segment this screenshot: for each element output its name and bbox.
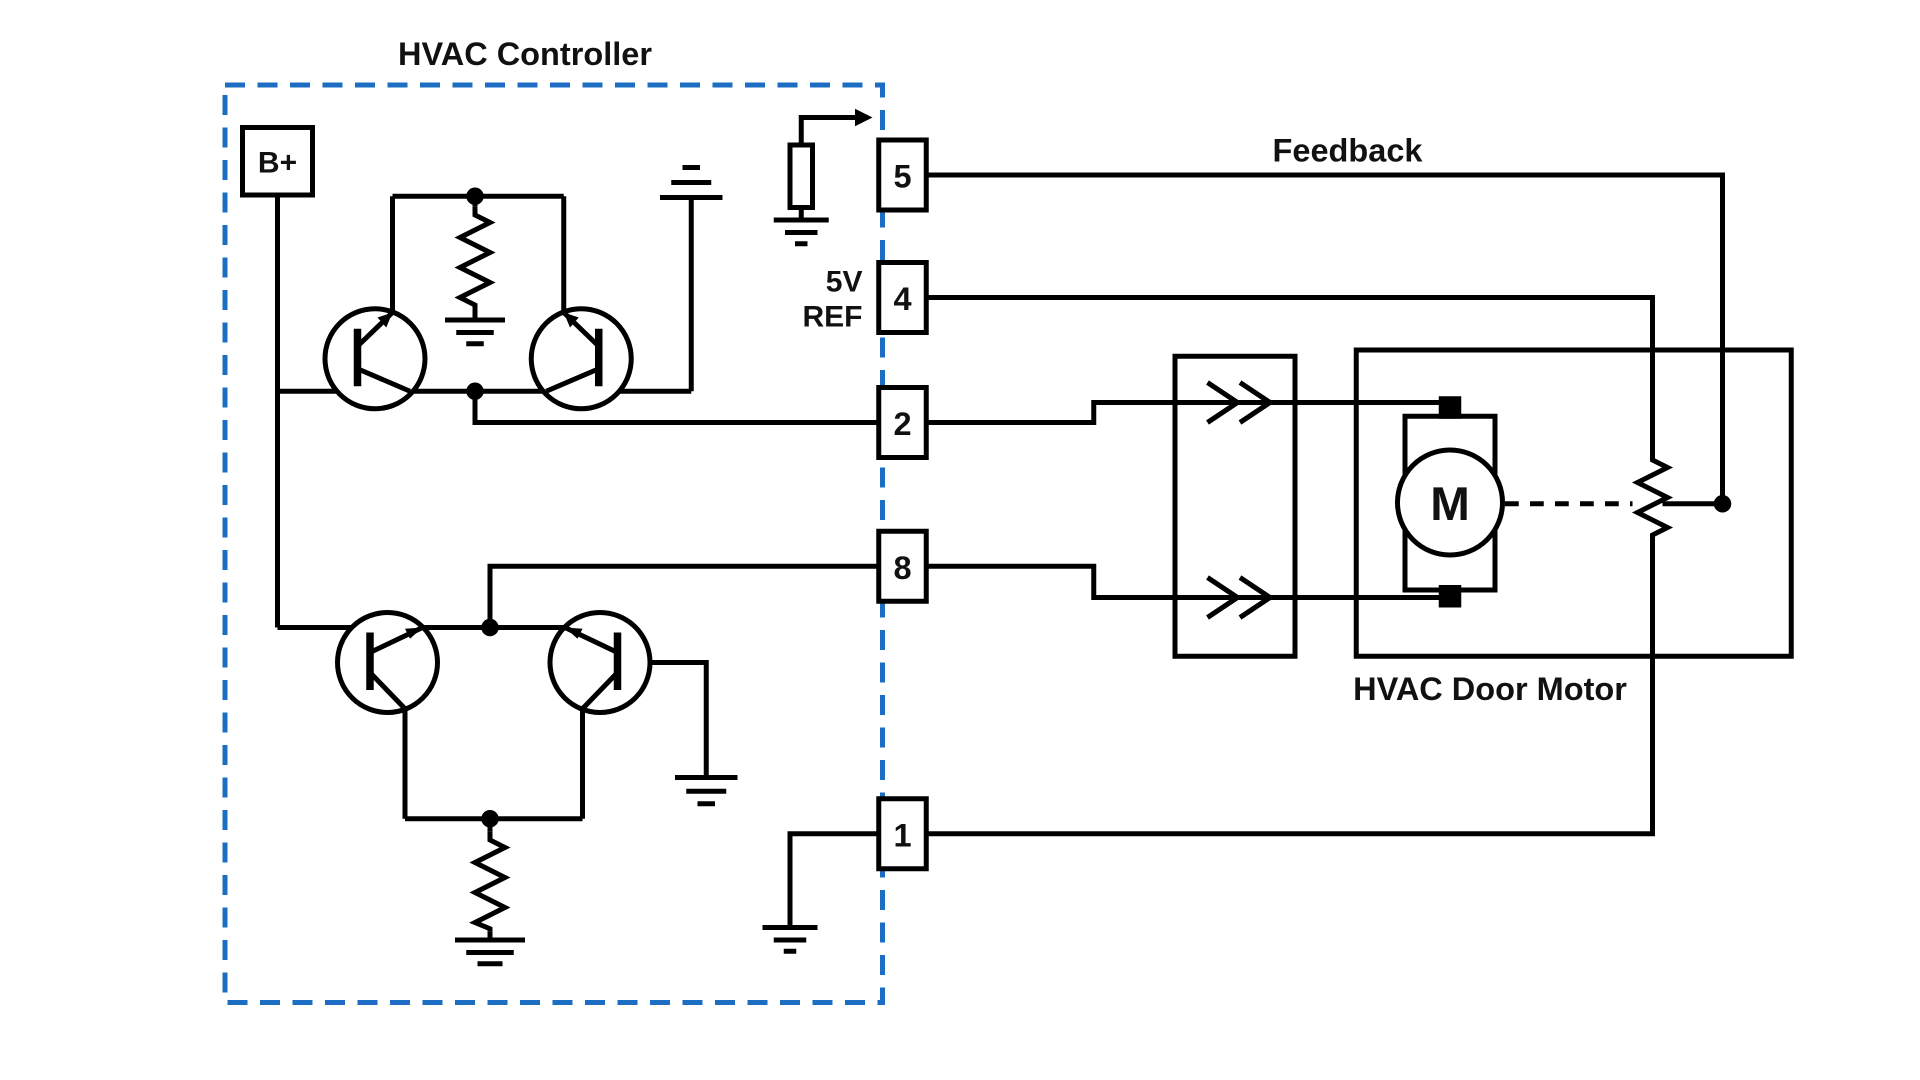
pin-5: 5 bbox=[876, 137, 929, 213]
motor-letter: M bbox=[1430, 478, 1470, 531]
resistor-r2 bbox=[468, 831, 511, 932]
junction-dot bbox=[466, 187, 484, 205]
pin-5-label: 5 bbox=[893, 159, 911, 195]
junction-dot bbox=[481, 618, 499, 637]
motor-terminal-top bbox=[1438, 396, 1462, 419]
feedback-label: Feedback bbox=[1273, 132, 1424, 168]
controller-title: HVAC Controller bbox=[398, 36, 652, 72]
junction-dot bbox=[466, 382, 484, 400]
ref-label-line1: 5V bbox=[826, 265, 863, 298]
motor-terminal-bottom bbox=[1438, 585, 1462, 608]
wire-pin8-internal bbox=[487, 563, 879, 628]
pin-8: 8 bbox=[876, 528, 929, 604]
connector-chevrons-bottom bbox=[1206, 575, 1275, 620]
pin-2: 2 bbox=[876, 385, 929, 460]
junction-dot bbox=[481, 810, 499, 828]
pin-1-label: 1 bbox=[893, 817, 911, 853]
transistor-q1 bbox=[322, 306, 428, 412]
resistor-r1 bbox=[454, 206, 496, 313]
ground-symbol-r1 bbox=[445, 317, 505, 347]
wire-5vref-line bbox=[926, 295, 1655, 453]
label-5v-ref: 5V REF bbox=[803, 265, 863, 333]
potentiometer bbox=[1631, 452, 1674, 548]
pin-4: 4 bbox=[876, 260, 929, 335]
wire-pin8-to-motor bbox=[926, 563, 1444, 600]
q2-emitter-arrow bbox=[563, 312, 579, 328]
pin-4-label: 4 bbox=[893, 281, 911, 317]
connector-block bbox=[1172, 353, 1298, 659]
battery-label: B+ bbox=[258, 147, 297, 180]
battery-terminal: B+ bbox=[240, 125, 315, 198]
wire-pin1-return-line bbox=[926, 547, 1655, 837]
ground-symbol-pin1 bbox=[762, 925, 818, 954]
wire-pin2-to-motor bbox=[926, 400, 1444, 425]
motor-enclosure-box bbox=[1353, 347, 1794, 659]
transistor-q3 bbox=[335, 610, 440, 715]
controller-dashed-boundary bbox=[222, 82, 885, 1005]
connector-chevrons-top bbox=[1206, 380, 1275, 425]
junction-dot bbox=[1713, 495, 1732, 513]
ground-symbol-r2 bbox=[455, 937, 525, 967]
junction-dots bbox=[466, 187, 1732, 828]
motor-assembly: M bbox=[1353, 347, 1794, 659]
pin-8-label: 8 bbox=[893, 550, 911, 586]
q4-emitter-arrow bbox=[565, 627, 583, 639]
resistor-feedback-pullup bbox=[787, 142, 815, 210]
wire-pin2-internal bbox=[472, 391, 879, 425]
motor-label: HVAC Door Motor bbox=[1353, 671, 1627, 707]
wire-top-collector-bus bbox=[390, 193, 567, 313]
transistor-q4 bbox=[547, 610, 653, 715]
wire-feedback-line bbox=[926, 172, 1725, 504]
ref-label-line2: REF bbox=[803, 300, 863, 333]
transistor-q2 bbox=[528, 306, 634, 412]
pin-1: 1 bbox=[876, 796, 929, 872]
ground-symbol-q4 bbox=[675, 775, 738, 807]
pin-2-label: 2 bbox=[893, 406, 911, 442]
q1-emitter-arrow bbox=[377, 312, 393, 328]
motor-circle bbox=[1395, 447, 1505, 558]
q3-emitter-arrow bbox=[405, 627, 423, 639]
signal-arrowhead bbox=[855, 108, 873, 127]
wire-pin1-ground-lead bbox=[787, 831, 879, 928]
wire-bottom-emitter-bus bbox=[402, 708, 585, 822]
ground-symbol-top-inverted bbox=[660, 165, 723, 200]
ground-symbol-pullup bbox=[773, 217, 829, 247]
